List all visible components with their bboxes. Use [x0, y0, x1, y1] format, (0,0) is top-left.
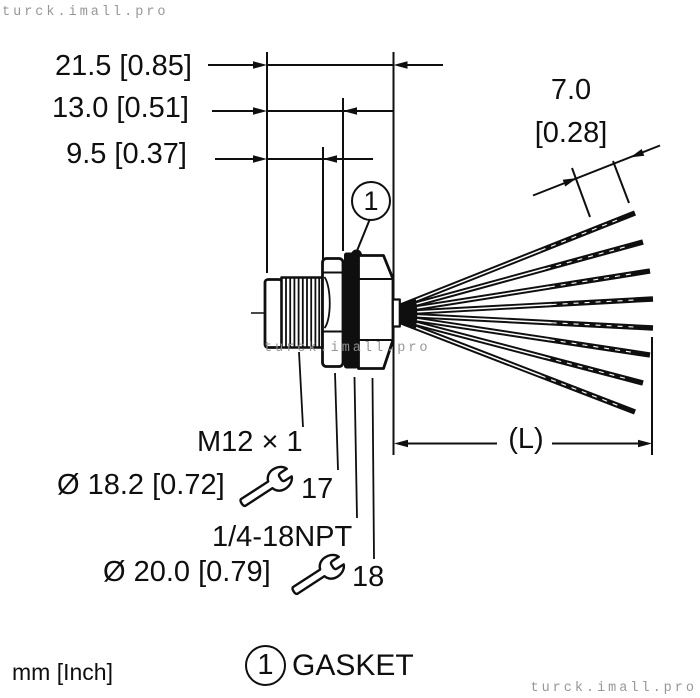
dim-line-overall-length [208, 61, 443, 69]
hex-nut-front [321, 257, 345, 368]
dim-label-cable-length: (L) [508, 423, 544, 455]
dim-label-wire-diameter-inch: [0.28] [534, 117, 608, 149]
extension-lines [266, 52, 653, 455]
front-hex-diameter-label: Ø 18.2 [0.72] [57, 469, 225, 501]
wire [416, 318, 550, 341]
hex-body-rear [357, 254, 395, 370]
wire [549, 339, 636, 354]
wire [415, 326, 542, 377]
wire [540, 218, 622, 251]
rear-hex-diameter-label: Ø 20.0 [0.79] [103, 556, 271, 588]
wire-exit-stub [391, 298, 401, 328]
m12-thread [280, 276, 324, 349]
wire [545, 245, 629, 270]
wire [417, 303, 552, 313]
gasket-callout-number: 1 [363, 185, 379, 216]
dim-label-wire-diameter-mm: 7.0 [550, 74, 592, 106]
wire [416, 286, 550, 309]
rear-thread-label: 1/4-18NPT [212, 521, 353, 553]
cable-wires [398, 210, 654, 415]
legend-gasket-circle: 1 [245, 645, 286, 686]
gasket [344, 252, 359, 369]
dim-line-to-gasket [212, 107, 394, 115]
dim-line-thread-length [215, 155, 373, 163]
gasket-callout-circle: 1 [351, 181, 391, 221]
wire [551, 299, 638, 306]
dim-line-wire-diameter [532, 144, 661, 218]
wire [540, 375, 622, 408]
legend-gasket-number: 1 [257, 649, 274, 681]
coupling-cap [263, 278, 284, 349]
rear-wrench-size-label: 18 [352, 561, 385, 593]
wrench-icon [239, 465, 294, 508]
legend-gasket-label: GASKET [292, 649, 414, 682]
dim-line-cable-length [394, 439, 652, 448]
front-thread-label: M12 × 1 [197, 426, 303, 458]
dim-label-to-gasket: 13.0 [0.51] [51, 92, 189, 124]
connector-body [263, 252, 401, 370]
front-wrench-size-label: 17 [301, 473, 334, 505]
watermark-bottom-right: turck.imall.pro [530, 681, 697, 696]
wire [417, 315, 552, 324]
label-leader-lines [298, 351, 375, 560]
wire [415, 249, 542, 301]
watermark-center: turck.imall.pro [264, 341, 431, 356]
wire [549, 272, 636, 288]
wire [416, 322, 546, 359]
wire [551, 322, 638, 328]
watermark-top-left: turck.imall.pro [2, 5, 169, 20]
dim-label-overall-length: 21.5 [0.85] [54, 50, 192, 82]
dim-label-thread-length: 9.5 [0.37] [66, 138, 187, 170]
units-note: mm [Inch] [12, 659, 113, 685]
wire [545, 356, 629, 380]
wrench-icon [291, 553, 346, 596]
wire [416, 267, 546, 305]
